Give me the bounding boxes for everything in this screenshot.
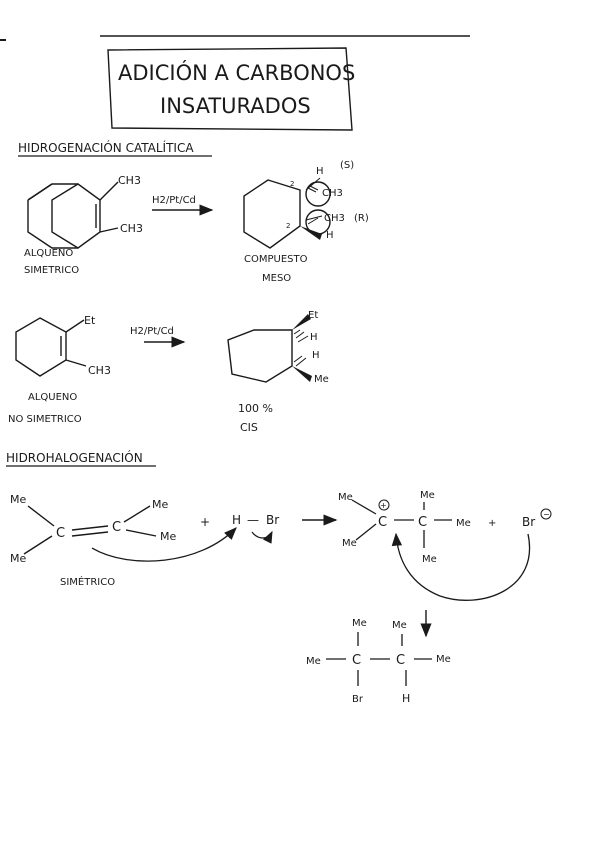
plus-sign-1: + xyxy=(200,515,210,529)
reactant-1-ch3-top: CH3 xyxy=(118,174,141,187)
product-1-ch3-top: CH3 xyxy=(322,188,343,199)
hbr-bond: — xyxy=(247,513,259,527)
alkene-me-top-right: Me xyxy=(152,498,168,511)
curved-arrow-bromide-to-carbocation xyxy=(391,532,531,601)
reactant-2-ch3: CH3 xyxy=(88,364,111,377)
title-line1: ADICIÓN A CARBONOS xyxy=(118,60,355,85)
carbocation-me-bottom: Me xyxy=(422,554,437,565)
hbr-br: Br xyxy=(266,513,279,527)
carbocation-bonds xyxy=(351,499,452,548)
reactant-2-cyclohexene xyxy=(15,317,87,377)
alkene-caption: SIMÉTRICO xyxy=(60,575,115,588)
title-box xyxy=(107,47,353,131)
reactant-1-cyclohexene xyxy=(27,181,119,249)
svg-text:2: 2 xyxy=(290,180,294,188)
alkene-me-top-left: Me xyxy=(10,493,26,506)
carbocation-c-plus: C xyxy=(378,515,387,530)
product-2-caption-line2: CIS xyxy=(240,421,258,434)
product-1-config-s: (S) xyxy=(340,160,354,171)
carbocation-positive-sign: + xyxy=(380,501,387,510)
product-br: Br xyxy=(352,694,364,705)
bromide-br: Br xyxy=(522,515,535,529)
alkene-bonds xyxy=(23,505,157,555)
product-h: H xyxy=(402,692,410,705)
product-1-config-r: (R) xyxy=(354,213,369,224)
reaction-2-reagent: H2/Pt/Cd xyxy=(130,326,174,337)
product-c1: C xyxy=(352,653,361,668)
product-1-caption-line2: MESO xyxy=(262,273,291,284)
product-2-me: Me xyxy=(314,374,329,385)
product-1-ch3-bottom: CH3 xyxy=(324,213,345,224)
alkene-c-right: C xyxy=(112,520,121,535)
carbocation-me-b: Me xyxy=(342,538,357,549)
product-me-right: Me xyxy=(436,654,451,665)
product-c2: C xyxy=(396,653,405,668)
section-heading-hidrohalogenacion: HIDROHALOGENACIÓN xyxy=(6,450,143,465)
hbr-h: H xyxy=(232,513,241,527)
product-2-h-top: H xyxy=(310,332,318,343)
bromide-negative-sign: − xyxy=(543,510,550,519)
product-1-cyclohexane xyxy=(243,179,331,249)
plus-sign-2: + xyxy=(488,518,496,529)
product-me-top-2: Me xyxy=(392,620,407,631)
title-line2: INSATURADOS xyxy=(160,94,311,118)
curved-arrow-alkene-to-h xyxy=(91,527,237,562)
product-2-cyclohexane xyxy=(227,329,293,383)
product-1-h-top: H xyxy=(316,166,324,177)
reactant-1-caption-line2: SIMETRICO xyxy=(24,265,79,276)
reactant-2-caption-line1: ALQUENO xyxy=(28,392,77,403)
product-1-caption-line1: COMPUESTO xyxy=(244,254,308,265)
product-me-left: Me xyxy=(306,656,321,667)
alkene-me-bottom-left: Me xyxy=(10,552,26,565)
reactant-1-ch3-bottom: CH3 xyxy=(120,222,143,235)
reactant-2-caption-line2: NO SIMETRICO xyxy=(8,414,82,425)
carbocation-c-mid: C xyxy=(418,515,427,530)
reactant-1-caption-line1: ALQUENO xyxy=(24,248,73,259)
product-bonds xyxy=(326,632,432,686)
alkene-c-left: C xyxy=(56,526,65,541)
carbocation-me-right: Me xyxy=(456,518,471,529)
svg-text:2: 2 xyxy=(286,222,290,230)
reaction-1-reagent: H2/Pt/Cd xyxy=(152,195,196,206)
reactant-2-et: Et xyxy=(84,314,96,327)
product-2-caption-line1: 100 % xyxy=(238,402,273,415)
carbocation-me-a: Me xyxy=(338,492,353,503)
alkene-me-right: Me xyxy=(160,530,176,543)
product-me-top-1: Me xyxy=(352,618,367,629)
section-heading-hidrogenacion: HIDROGENACIÓN CATALÍTICA xyxy=(18,140,194,155)
curved-arrow-hbr-bond xyxy=(251,530,273,544)
product-1-h-bottom: H xyxy=(326,230,334,241)
product-2-h-bottom: H xyxy=(312,350,320,361)
product-2-et: Et xyxy=(308,310,318,321)
carbocation-me-top: Me xyxy=(420,490,435,501)
